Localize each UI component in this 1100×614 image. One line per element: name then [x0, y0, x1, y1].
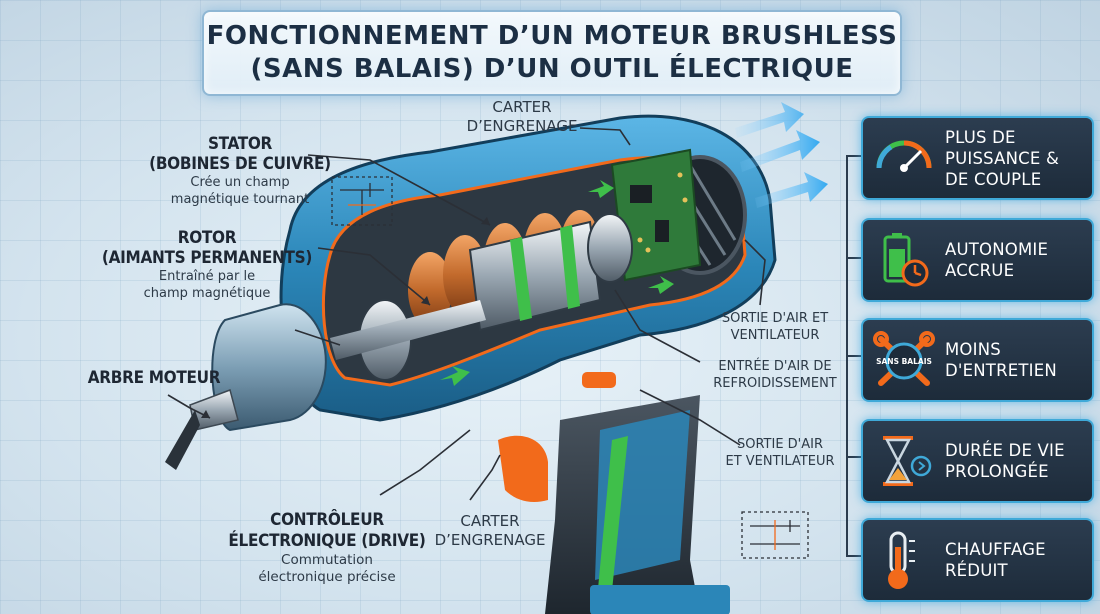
wrenches-icon: SANS BALAIS — [873, 331, 935, 386]
leader-sortie-1 — [744, 239, 766, 306]
arbre-title: ARBRE MOTEUR — [87, 368, 221, 388]
label-carter-bottom: CARTER D’ENGRENAGE — [420, 512, 560, 550]
carter-bottom-line-1: CARTER — [460, 512, 520, 530]
title-line-1: FONCTIONNEMENT D’UN MOTEUR BRUSHLESS — [206, 21, 898, 51]
direction-switch — [582, 372, 616, 388]
benefit-card-maintenance: SANS BALAIS MOINS D'ENTRETIEN — [861, 318, 1094, 402]
benefit-power-line-1: PLUS DE — [945, 127, 1016, 147]
rear-bearing — [587, 213, 633, 283]
benefit-heat-line-1: CHAUFFAGE — [945, 540, 1046, 559]
label-sortie-1: SORTIE D'AIR ET VENTILATEUR — [700, 310, 850, 344]
exhaust-arrows — [735, 102, 828, 208]
leader-carter-bottom — [469, 454, 501, 501]
airflow-arrow-1 — [440, 366, 470, 386]
stator-sub-2: magnétique tournant — [170, 192, 310, 207]
benefit-lifespan-line-2: PROLONGÉE — [945, 462, 1049, 481]
controleur-title-2: ÉLECTRONIQUE (DRIVE) — [228, 531, 426, 551]
stator-sub-1: Crée un champ — [190, 175, 290, 190]
label-rotor: ROTOR (AIMANTS PERMANENTS) Entraîné par … — [82, 228, 332, 302]
thermometer-icon — [888, 531, 915, 589]
title-line-2: (SANS BALAIS) D’UN OUTIL ÉLECTRIQUE — [250, 54, 854, 84]
label-entree: ENTRÉE D'AIR DE REFROIDISSEMENT — [700, 358, 850, 392]
label-stator: STATOR (BOBINES DE CUIVRE) Crée un champ… — [120, 134, 360, 208]
airflow-arrow-2 — [588, 180, 614, 198]
carter-bottom-line-2: D’ENGRENAGE — [434, 531, 546, 549]
leader-sortie-2 — [639, 389, 741, 446]
leader-entree — [614, 289, 701, 363]
controleur-sub-1: Commutation — [281, 552, 373, 568]
chuck — [211, 303, 327, 432]
stator-title-1: STATOR — [207, 134, 273, 154]
sortie-2-line-2: ET VENTILATEUR — [725, 454, 835, 469]
benefit-heat-line-2: RÉDUIT — [945, 561, 1008, 580]
benefit-text-lifespan: DURÉE DE VIE PROLONGÉE — [945, 440, 1065, 482]
benefit-card-autonomy: AUTONOMIE ACCRUE — [861, 218, 1094, 302]
drill-bit — [165, 410, 200, 470]
benefit-autonomy-line-1: AUTONOMIE — [945, 240, 1049, 259]
controleur-sub-2: électronique précise — [258, 569, 396, 585]
rotor-title-2: (AIMANTS PERMANENTS) — [101, 248, 313, 268]
entree-line-2: REFROIDISSEMENT — [713, 376, 837, 391]
rail-tick — [846, 456, 861, 458]
title-box: FONCTIONNEMENT D’UN MOTEUR BRUSHLESS (SA… — [202, 10, 902, 96]
benefit-text-heat: CHAUFFAGE RÉDUIT — [945, 539, 1046, 581]
label-sortie-2: SORTIE D'AIR ET VENTILATEUR — [710, 436, 850, 470]
sortie-2-line-1: SORTIE D'AIR — [736, 437, 824, 452]
leader-stator — [307, 154, 491, 226]
sortie-1-line-1: SORTIE D'AIR ET — [721, 311, 829, 326]
sortie-1-line-2: VENTILATEUR — [730, 328, 820, 343]
handle-green-stripe — [596, 436, 628, 610]
benefit-lifespan-line-1: DURÉE DE VIE — [945, 441, 1065, 460]
carter-top-line-1: CARTER — [492, 98, 552, 116]
rotor-title-1: ROTOR — [177, 228, 237, 248]
rail-tick — [846, 555, 861, 557]
benefit-maintenance-line-1: MOINS — [945, 340, 1001, 359]
rail-tick — [846, 257, 861, 259]
controleur-title-1: CONTRÔLEUR — [270, 510, 384, 530]
trigger — [498, 435, 548, 502]
label-arbre: ARBRE MOTEUR — [64, 368, 244, 388]
label-carter-top: CARTER D’ENGRENAGE — [462, 98, 582, 136]
pcb-chip-2 — [655, 220, 669, 242]
leader-shaft-tick — [294, 329, 341, 346]
label-controleur: CONTRÔLEUR ÉLECTRONIQUE (DRIVE) Commutat… — [222, 510, 432, 586]
rotor-sub-1: Entraîné par le — [158, 269, 256, 284]
rotor-green-band — [510, 237, 532, 321]
leader-controleur — [379, 429, 471, 496]
leader-carter-top — [579, 127, 631, 146]
benefit-text-power: PLUS DE PUISSANCE & DE COUPLE — [945, 127, 1059, 190]
schematic-stator — [331, 176, 393, 226]
benefit-autonomy-line-2: ACCRUE — [945, 261, 1015, 280]
benefit-maintenance-line-2: D'ENTRETIEN — [945, 361, 1057, 380]
rail-tick — [846, 355, 861, 357]
rail-tick — [846, 155, 861, 157]
rotor-sub-2: champ magnétique — [143, 286, 271, 301]
entree-line-1: ENTRÉE D'AIR DE — [718, 359, 832, 374]
airflow-arrow-3 — [648, 276, 674, 294]
pcb-chip — [630, 185, 652, 203]
sans-balais-badge: SANS BALAIS — [876, 357, 932, 366]
battery-base — [590, 585, 730, 614]
hourglass-icon — [883, 436, 932, 486]
benefit-power-line-3: DE COUPLE — [945, 169, 1042, 189]
carter-top-line-2: D’ENGRENAGE — [466, 117, 578, 135]
battery-clock-icon — [883, 233, 929, 287]
rotor-green-band-2 — [560, 225, 580, 309]
leader-rotor — [317, 247, 431, 306]
stator-title-2: (BOBINES DE CUIVRE) — [149, 154, 331, 174]
benefit-card-lifespan: DURÉE DE VIE PROLONGÉE — [861, 419, 1094, 503]
benefit-card-power: PLUS DE PUISSANCE & DE COUPLE — [861, 116, 1094, 200]
benefit-text-autonomy: AUTONOMIE ACCRUE — [945, 239, 1048, 281]
gauge-icon — [876, 140, 932, 172]
benefit-text-maintenance: MOINS D'ENTRETIEN — [945, 339, 1057, 381]
schematic-controleur — [741, 511, 809, 559]
benefit-power-line-2: PUISSANCE & — [945, 148, 1060, 168]
benefit-card-heat: CHAUFFAGE RÉDUIT — [861, 518, 1094, 602]
motor-shaft — [330, 300, 486, 360]
